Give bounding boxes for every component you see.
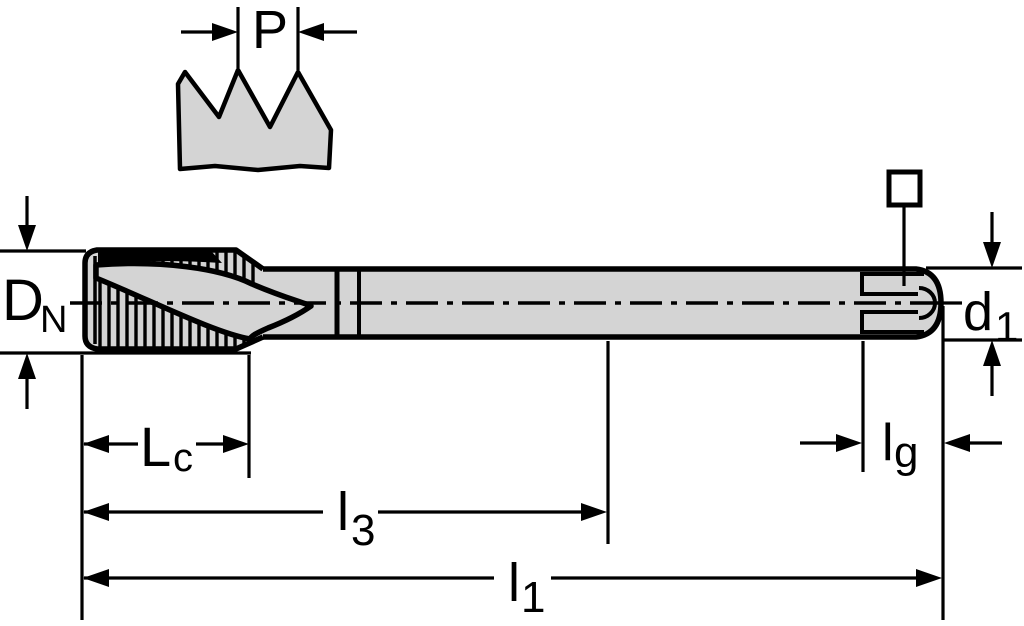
lc-arrow-left: [83, 435, 109, 453]
lg-arrow-left: [836, 434, 862, 452]
square-length-dimension: l g: [800, 414, 1002, 477]
dn-arrow-bottom: [18, 353, 36, 379]
d1-label-subscript: 1: [995, 303, 1018, 350]
pitch-arrow-left: [212, 23, 238, 41]
lg-label-subscript: g: [894, 428, 918, 477]
l3-label: l: [337, 482, 349, 542]
head-outline: [82, 247, 265, 352]
spiral-flute: [93, 260, 314, 342]
lg-arrow-right: [944, 434, 970, 452]
chamfer-length-dimension: L c: [83, 415, 249, 480]
dn-arrow-top: [18, 225, 36, 251]
dn-label-subscript: N: [40, 299, 67, 341]
l1-arrow-right: [916, 569, 942, 587]
shank-diameter-dimension: d 1: [926, 212, 1022, 396]
square-drive-icon: [886, 169, 923, 208]
thread-length-dimension: l 3: [83, 482, 607, 555]
dn-label: D: [2, 268, 44, 333]
l1-arrow-left: [83, 569, 109, 587]
thread-profile-detail: P: [175, 0, 357, 173]
lc-arrow-right: [223, 435, 249, 453]
thread-profile-shape: [175, 67, 334, 173]
nominal-diameter-dimension: D N: [0, 196, 251, 409]
square-end-top-contour: [860, 272, 924, 296]
length-extension-lines: [80, 306, 945, 620]
l1-label-subscript: 1: [521, 573, 545, 622]
dn-extension-lines: [0, 249, 251, 355]
l3-arrow-left: [83, 503, 109, 521]
square-end-bottom-contour: [860, 310, 924, 334]
l3-arrow-right: [581, 503, 607, 521]
pitch-arrow-right: [298, 23, 324, 41]
overall-length-dimension: l 1: [83, 553, 942, 622]
d1-arrow-bottom: [983, 340, 1001, 366]
lg-label: l: [882, 414, 894, 472]
d1-arrow-top: [983, 242, 1001, 268]
l3-label-subscript: 3: [351, 506, 375, 555]
tap-cutting-head: [82, 247, 314, 352]
pitch-label: P: [252, 0, 288, 60]
pitch-extension-lines: [236, 7, 300, 70]
lc-label: L: [140, 415, 171, 478]
d1-extension-lines: [926, 266, 1022, 342]
lc-label-subscript: c: [173, 436, 193, 480]
l1-label: l: [508, 553, 520, 613]
square-drive-callout: [886, 169, 923, 286]
d1-label: d: [963, 282, 993, 342]
